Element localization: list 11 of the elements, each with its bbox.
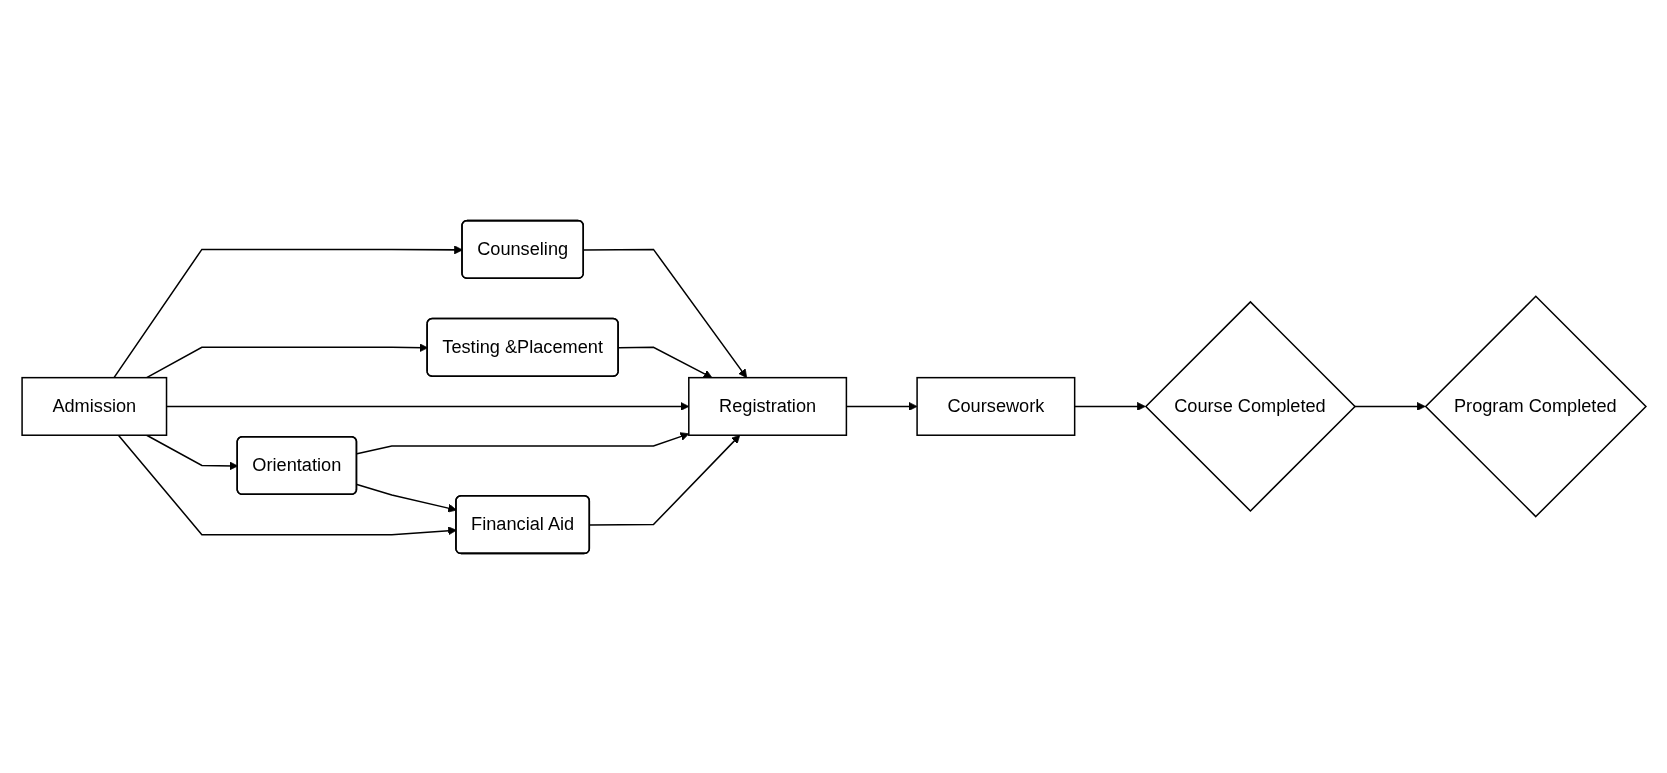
node-box: Coursework [915,376,1075,436]
arrow [588,434,740,526]
arrow [617,346,712,378]
arrow [1353,401,1426,411]
arrow [355,431,689,455]
node-box: Registration [687,376,847,436]
node-diamond: Program Completed [1424,294,1647,518]
arrow [845,401,917,411]
node-diamond: Course Completed [1144,300,1356,512]
arrow [582,248,747,378]
node-box: Admission [20,376,167,436]
